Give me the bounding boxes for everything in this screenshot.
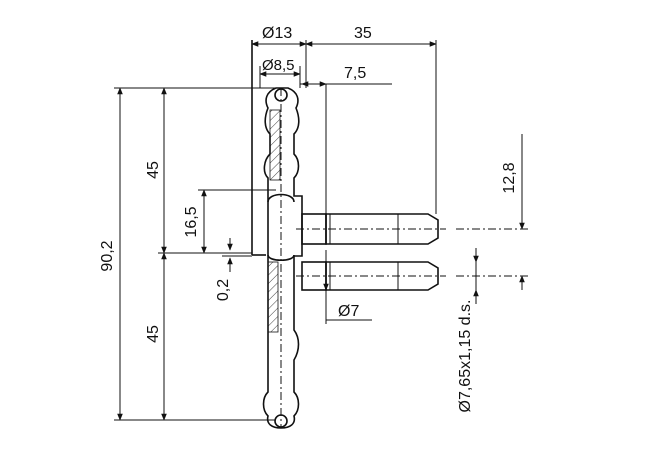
dim-0-2: 0,2 [215,238,252,301]
hatched-section-top [269,109,281,181]
dim-45-bottom-label: 45 [145,325,162,343]
dim-35-label: 35 [354,25,372,42]
dim-7-5: 7,5 [300,65,392,214]
hatched-section-bottom [267,261,279,333]
dim-16-5: 16,5 [183,189,276,254]
dim-45-top-label: 45 [145,161,162,179]
dim-7-5-label: 7,5 [344,65,366,82]
dim-pin-spec: Ø7,65x1,15 d.s. [457,248,479,413]
dim-12-8: 12,8 [456,134,528,290]
dim-d13: Ø13 [251,25,307,88]
dim-d7-label: Ø7 [338,303,359,320]
dim-12-8-label: 12,8 [501,162,518,193]
dim-16-5-label: 16,5 [183,206,200,237]
dim-pin-spec-label: Ø7,65x1,15 d.s. [457,300,474,413]
dim-45-bottom: 45 [145,252,252,421]
hinge-barrel [251,40,303,429]
dim-90-2: 90,2 [99,87,276,421]
lower-pin [301,261,439,291]
dim-d8-5-label: Ø8,5 [262,57,295,74]
dim-d8-5: Ø8,5 [259,57,301,88]
dim-d7: Ø7 [323,250,372,324]
dim-90-2-label: 90,2 [99,240,116,271]
dim-d13-label: Ø13 [262,25,292,42]
upper-pin [301,213,439,245]
dim-0-2-label: 0,2 [215,279,232,301]
dim-35: 35 [305,25,437,214]
dim-45-top: 45 [145,87,167,254]
